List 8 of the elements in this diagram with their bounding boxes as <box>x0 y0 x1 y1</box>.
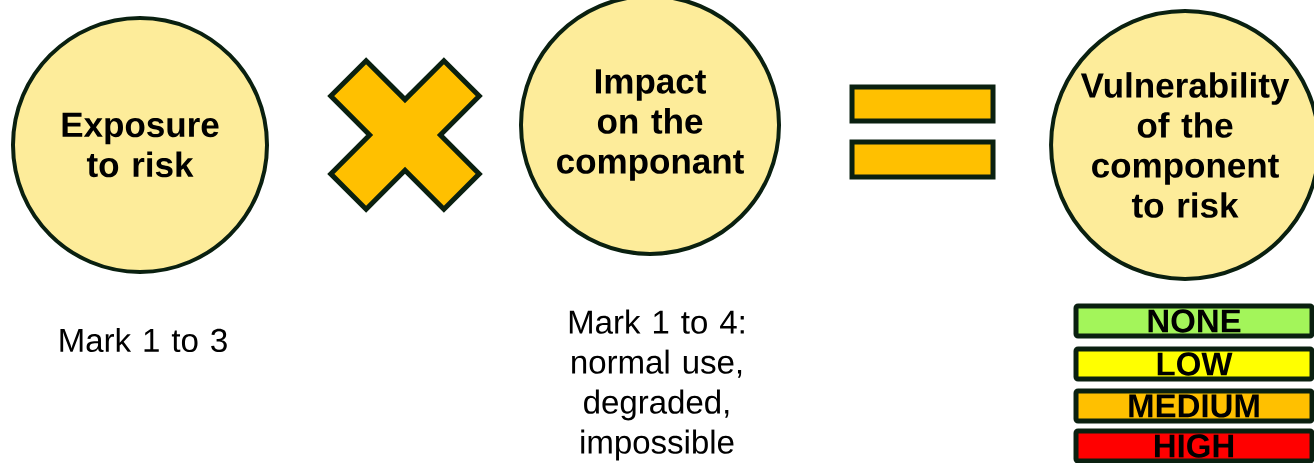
equals-sign <box>849 84 996 180</box>
level-bar: NONE <box>1073 303 1314 339</box>
level-bar: LOW <box>1073 346 1314 382</box>
multiply-sign <box>327 57 483 213</box>
node-label: Mark 1 to 4: normal use, degraded, impossible <box>569 309 744 461</box>
node-label: Mark 1 to 3 <box>60 327 227 353</box>
level-bar: MEDIUM <box>1073 388 1314 424</box>
level-bar: HIGH <box>1073 428 1314 463</box>
